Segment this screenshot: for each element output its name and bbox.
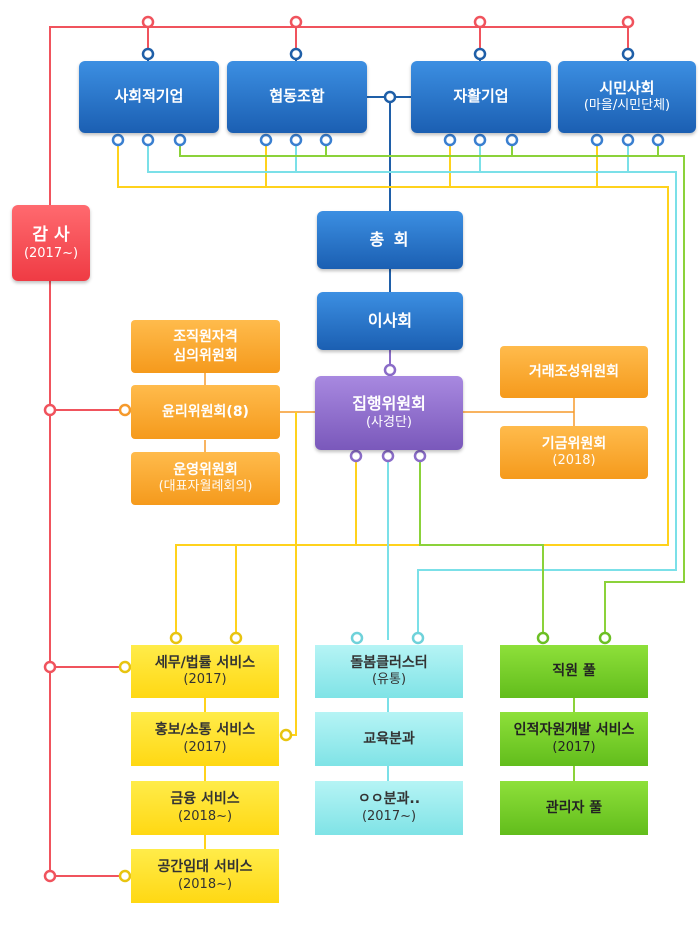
- executive-committee-box: 집행위원회 (사경단): [315, 376, 463, 450]
- audit-title: 감 사: [32, 224, 70, 245]
- cluster-title: 교육분과: [363, 730, 415, 747]
- space-rental-service: 공간임대 서비스 (2018~): [131, 849, 279, 903]
- ethics-committee: 윤리위원회(8): [131, 385, 280, 439]
- hr-development-service: 인적자원개발 서비스 (2017): [500, 712, 648, 766]
- staff-title: 관리자 풀: [545, 799, 603, 816]
- committee-title: 조직원자격: [173, 329, 238, 346]
- civil-society-box: 시민사회 (마을/시민단체): [558, 61, 696, 133]
- other-subcommittee: ㅇㅇ분과.. (2017~): [315, 781, 463, 835]
- tax-legal-service: 세무/법률 서비스 (2017): [131, 645, 279, 698]
- service-title: 홍보/소통 서비스: [154, 722, 256, 739]
- audit-sub: (2017~): [23, 245, 79, 261]
- service-sub: (2018~): [177, 876, 233, 892]
- general-assembly-box: 총 회: [317, 211, 463, 269]
- general-assembly-label: 총 회: [369, 229, 411, 249]
- social-enterprise-box: 사회적기업: [79, 61, 219, 133]
- civil-society-sub: (마을/시민단체): [583, 98, 671, 114]
- audit-box: 감 사 (2017~): [12, 205, 90, 281]
- operations-committee: 운영위원회 (대표자월례회의): [131, 452, 280, 505]
- board-label: 이사회: [367, 310, 413, 330]
- committee-sub: 심의위원회: [173, 347, 238, 364]
- cluster-title: ㅇㅇ분과..: [357, 791, 421, 808]
- committee-title: 윤리위원회(8): [162, 403, 249, 420]
- manager-pool: 관리자 풀: [500, 781, 648, 835]
- fund-committee: 기금위원회 (2018): [500, 426, 648, 479]
- committee-title: 운영위원회: [173, 461, 238, 478]
- board-box: 이사회: [317, 292, 463, 350]
- service-title: 세무/법률 서비스: [154, 654, 256, 671]
- service-title: 공간임대 서비스: [157, 859, 253, 876]
- care-cluster: 돌봄클러스터 (유통): [315, 645, 463, 698]
- committee-sub: (2018): [552, 453, 596, 469]
- finance-service: 금융 서비스 (2018~): [131, 781, 279, 835]
- committee-title: 거래조성위원회: [528, 363, 620, 380]
- education-subcommittee: 교육분과: [315, 712, 463, 766]
- staff-title: 직원 풀: [552, 663, 596, 680]
- committee-title: 기금위원회: [541, 435, 607, 452]
- service-sub: (2018~): [177, 808, 233, 824]
- civil-society-label: 시민사회: [599, 78, 655, 97]
- cooperative-box: 협동조합: [227, 61, 367, 133]
- cooperative-label: 협동조합: [269, 87, 325, 106]
- membership-review-committee: 조직원자격 심의위원회: [131, 320, 280, 373]
- executive-sub: (사경단): [365, 414, 413, 430]
- cluster-sub: (2017~): [361, 808, 417, 824]
- cluster-sub: (유통): [371, 672, 407, 688]
- committee-sub: (대표자월례회의): [158, 479, 253, 495]
- self-sufficiency-label: 자활기업: [453, 87, 509, 106]
- self-sufficiency-box: 자활기업: [411, 61, 551, 133]
- cluster-title: 돌봄클러스터: [350, 654, 428, 671]
- service-sub: (2017): [183, 739, 227, 755]
- trade-committee: 거래조성위원회: [500, 346, 648, 398]
- pr-communication-service: 홍보/소통 서비스 (2017): [131, 712, 279, 766]
- service-sub: (2017): [183, 672, 227, 688]
- staff-pool: 직원 풀: [500, 645, 648, 698]
- staff-title: 인적자원개발 서비스: [513, 722, 635, 739]
- executive-title: 집행위원회: [352, 394, 426, 414]
- staff-sub: (2017): [552, 739, 596, 755]
- service-title: 금융 서비스: [170, 791, 240, 808]
- social-enterprise-label: 사회적기업: [114, 87, 184, 106]
